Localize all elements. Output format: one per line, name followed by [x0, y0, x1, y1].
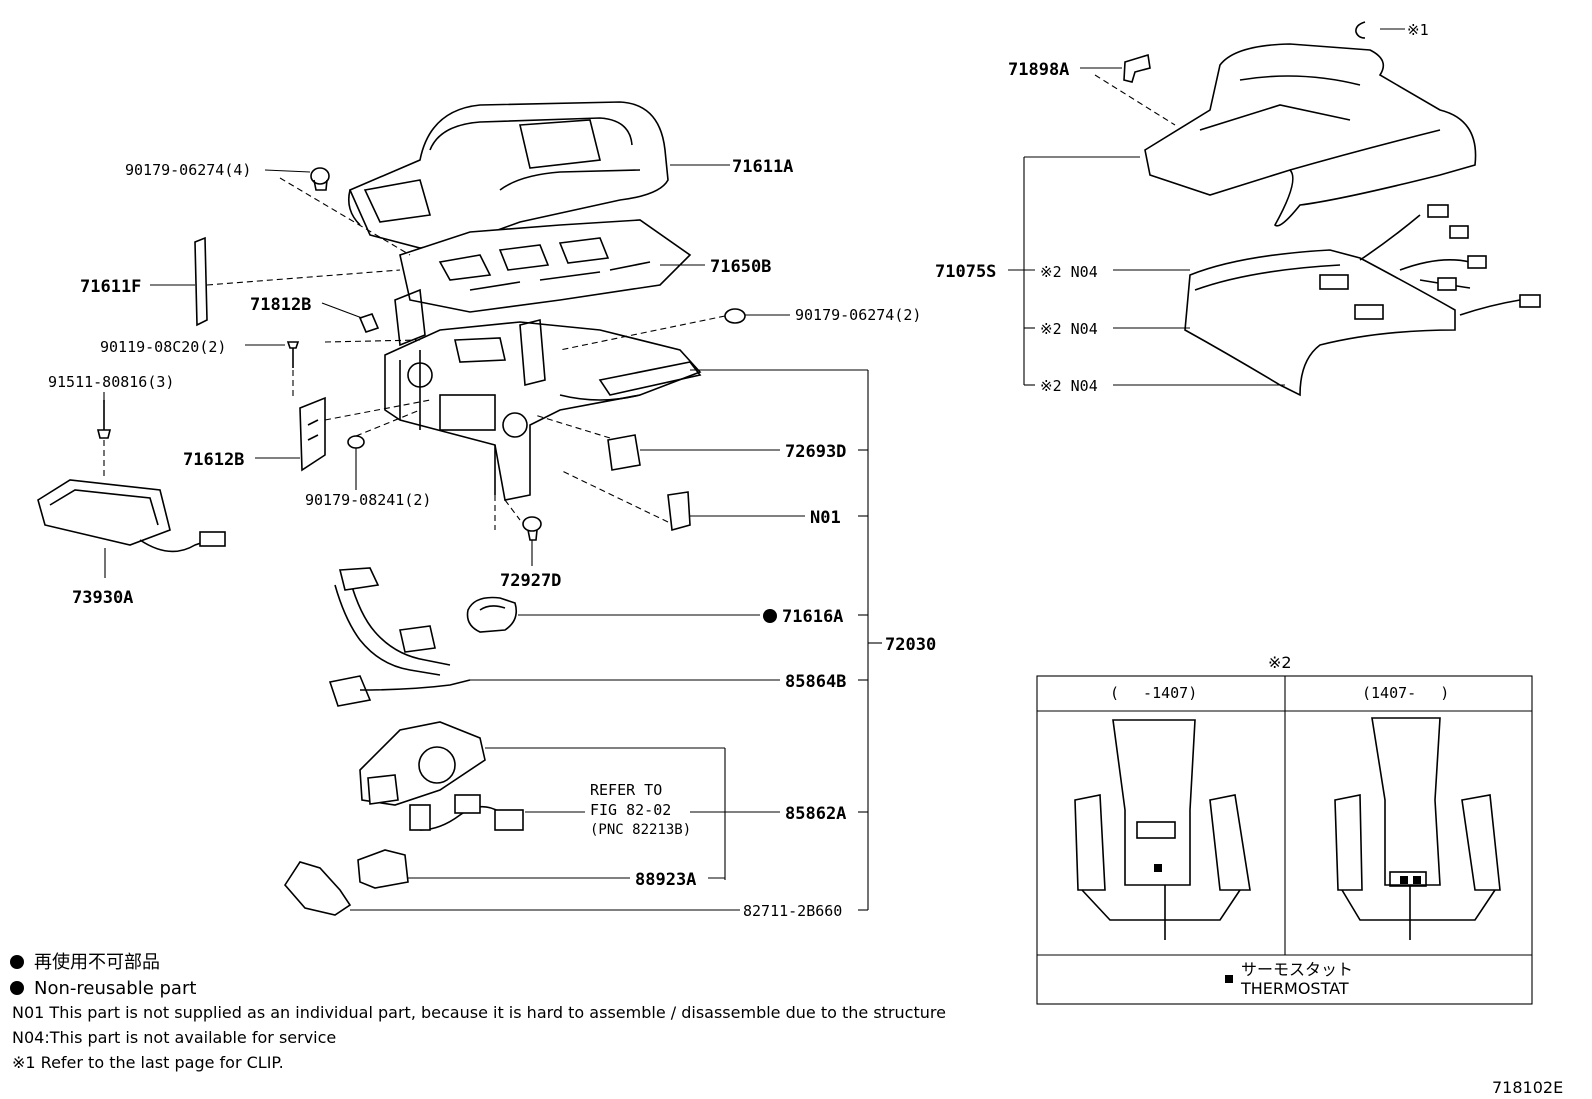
refer-line-3: (PNC 82213B) — [590, 822, 691, 838]
control-module-drawing — [37, 479, 226, 553]
clamp-drawing — [283, 861, 352, 916]
label-n04-a[interactable]: ※2 N04 — [1040, 263, 1098, 281]
thermostat-inset: ※2 ( -1407) (1407- ) サーモスタット THERMO — [1036, 653, 1533, 1005]
label-90179-06274-2[interactable]: 90179-06274(2) — [795, 306, 921, 324]
cover-88923A-drawing — [357, 849, 409, 889]
label-71611A[interactable]: 71611A — [732, 157, 793, 177]
label-72927D[interactable]: 72927D — [500, 571, 561, 591]
cushion-pad-drawing — [399, 219, 692, 313]
inset-col-left: ( -1407) — [1110, 684, 1197, 702]
refer-line-1: REFER TO — [590, 781, 662, 799]
thermostat-legend-icon — [1225, 975, 1233, 983]
label-73930A[interactable]: 73930A — [72, 588, 133, 608]
label-72030[interactable]: 72030 — [885, 635, 936, 655]
inset-title: ※2 — [1268, 653, 1292, 672]
label-n04-b[interactable]: ※2 N04 — [1040, 320, 1098, 338]
bullet-icon — [10, 955, 24, 969]
heater-layout-right — [1334, 717, 1501, 940]
seat-frame-drawing — [384, 288, 702, 501]
note-n04: N04:This part is not available for servi… — [12, 1028, 336, 1047]
label-n04-c[interactable]: ※2 N04 — [1040, 377, 1098, 395]
label-72693D[interactable]: 72693D — [785, 442, 846, 462]
seat-back-cover-drawing — [1144, 43, 1477, 227]
label-71612B[interactable]: 71612B — [183, 450, 244, 470]
label-71616A[interactable]: 71616A — [782, 607, 843, 627]
footnotes: 再使用不可部品 Non-reusable part N01 This part … — [10, 952, 1563, 1097]
clip-71898A-drawing — [1123, 53, 1151, 83]
thermostat-mark-icon — [1400, 876, 1408, 884]
part-labels: 90179-06274(4) 71611A 71611F 71650B 7181… — [48, 21, 1429, 920]
side-cover-71611F-drawing — [194, 236, 208, 327]
figure-id: 718102E — [1492, 1078, 1563, 1097]
label-85862A[interactable]: 85862A — [785, 804, 846, 824]
leader-lines — [103, 28, 1405, 911]
wire-harness-drawing — [328, 567, 471, 707]
seat-cushion-cover-drawing — [347, 101, 669, 249]
label-85864B[interactable]: 85864B — [785, 672, 846, 692]
seat-heater-drawing — [1184, 204, 1541, 397]
legend-jp: サーモスタット — [1241, 960, 1353, 979]
note-jp: 再使用不可部品 — [34, 952, 160, 973]
grommet-drawing — [466, 596, 518, 633]
label-71611F[interactable]: 71611F — [80, 277, 141, 297]
label-90179-08241-2[interactable]: 90179-08241(2) — [305, 491, 431, 509]
heater-layout-left — [1074, 719, 1251, 940]
label-71650B[interactable]: 71650B — [710, 257, 771, 277]
label-71812B[interactable]: 71812B — [250, 295, 311, 315]
switch-assy-drawing — [359, 721, 524, 831]
label-82711-2B660[interactable]: 82711-2B660 — [743, 902, 842, 920]
note-n01: N01 This part is not supplied as an indi… — [12, 1003, 946, 1022]
inset-col-right: (1407- ) — [1362, 684, 1449, 702]
thermostat-mark-icon — [1413, 876, 1421, 884]
label-90179-06274-4[interactable]: 90179-06274(4) — [125, 161, 251, 179]
label-clip-note-mark: ※1 — [1407, 21, 1429, 39]
label-91511-80816-3[interactable]: 91511-80816(3) — [48, 373, 174, 391]
side-cover-71612B-drawing — [299, 396, 326, 472]
thermostat-mark-icon — [1154, 864, 1162, 872]
legend-en: THERMOSTAT — [1240, 979, 1349, 998]
label-N01[interactable]: N01 — [810, 508, 841, 528]
note-clip: ※1 Refer to the last page for CLIP. — [12, 1053, 284, 1072]
clip-symbol-icon — [1355, 21, 1366, 39]
label-71898A[interactable]: 71898A — [1008, 60, 1069, 80]
non-reusable-mark-icon — [763, 609, 777, 623]
fastener-drawings — [96, 167, 746, 541]
bullet-icon — [10, 981, 24, 995]
note-en: Non-reusable part — [34, 978, 196, 999]
label-71075S[interactable]: 71075S — [935, 262, 996, 282]
label-90119-08C20-2[interactable]: 90119-08C20(2) — [100, 338, 226, 356]
refer-line-2: FIG 82-02 — [590, 801, 671, 819]
label-88923A[interactable]: 88923A — [635, 870, 696, 890]
